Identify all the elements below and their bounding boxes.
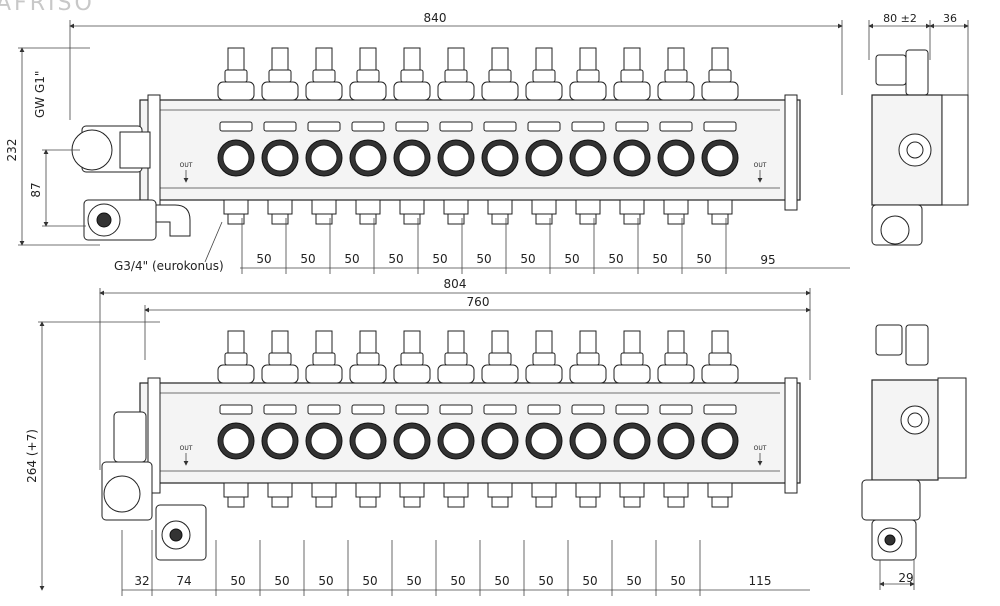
spacing-dim-6: 50: [476, 252, 491, 266]
port-9: [569, 330, 607, 508]
inlet-assembly-bottom: [101, 411, 207, 561]
out-label-left-bottom: OUT: [180, 445, 193, 452]
port-12: [701, 330, 739, 508]
port-2: [261, 330, 299, 508]
spacing-dim-6: 50: [450, 574, 465, 588]
dim-offset-32: 32: [134, 574, 149, 588]
port-3: [305, 47, 343, 225]
port-1: [217, 47, 255, 225]
port-12: [701, 47, 739, 225]
port-5: [393, 47, 431, 225]
dim-offset-74: 74: [176, 574, 191, 588]
inlet-thread-label: GW G1": [33, 71, 47, 118]
dim-side-offset-bottom: 29: [898, 571, 913, 585]
spacing-dim-5: 50: [432, 252, 447, 266]
port-9: [569, 47, 607, 225]
dim-overall-width-bottom: 804: [444, 277, 467, 291]
dim-side-depth: 80 ±2: [883, 12, 917, 25]
port-4: [349, 47, 387, 225]
spacing-dim-5: 50: [406, 574, 421, 588]
spacing-dim-1: 50: [256, 252, 271, 266]
port-2: [261, 47, 299, 225]
port-6: [437, 47, 475, 225]
spacing-dim-10: 50: [626, 574, 641, 588]
port-1: [217, 330, 255, 508]
spacing-dim-3: 50: [318, 574, 333, 588]
spacing-dim-9: 50: [608, 252, 623, 266]
out-label-right-top: OUT: [754, 162, 767, 169]
bottom-ports: [217, 330, 739, 508]
port-11: [657, 330, 695, 508]
inlet-assembly-top: [71, 125, 191, 241]
port-10: [613, 330, 651, 508]
out-label-left-top: OUT: [180, 162, 193, 169]
spacing-dim-4: 50: [362, 574, 377, 588]
top-front-view: 840 OUT OUT 232 87 GW: [5, 11, 850, 274]
spacing-dim-7: 50: [494, 574, 509, 588]
port-3: [305, 330, 343, 508]
dim-height-232: 232: [5, 139, 19, 162]
port-11: [657, 47, 695, 225]
port-8: [525, 47, 563, 225]
bracket-right-top: [784, 94, 798, 211]
port-8: [525, 330, 563, 508]
spacing-dim-2: 50: [274, 574, 289, 588]
spacing-dim-9: 50: [582, 574, 597, 588]
dim-height-87: 87: [29, 182, 43, 197]
spacing-dim-2: 50: [300, 252, 315, 266]
port-6: [437, 330, 475, 508]
spacing-dim-7: 50: [520, 252, 535, 266]
top-spacing-dims: 50 50 50 50 50 50 50 50 50 50 50: [241, 218, 727, 274]
dim-end-spacing-top: 95: [760, 253, 775, 267]
spacing-dim-11: 50: [670, 574, 685, 588]
spacing-dim-3: 50: [344, 252, 359, 266]
spacing-dim-8: 50: [564, 252, 579, 266]
port-10: [613, 47, 651, 225]
spacing-dim-8: 50: [538, 574, 553, 588]
spacing-dim-4: 50: [388, 252, 403, 266]
port-7: [481, 47, 519, 225]
brand-logo: AFRISO: [0, 0, 95, 16]
spacing-dim-1: 50: [230, 574, 245, 588]
port-7: [481, 330, 519, 508]
out-label-right-bottom: OUT: [754, 445, 767, 452]
dim-overall-width-top: 840: [424, 11, 447, 25]
bottom-front-view: 804 760 OUT OUT 264 (+7) 32 74: [25, 277, 811, 596]
bottom-spacing-dims: 50 50 50 50 50 50 50 50 50 50 50: [215, 540, 701, 596]
port-4: [349, 330, 387, 508]
outlet-connection-label: G3/4" (eurokonus): [114, 259, 224, 273]
dim-side-offset: 36: [943, 12, 957, 25]
dim-end-spacing-bottom: 115: [749, 574, 772, 588]
dim-height-264: 264 (+7): [25, 429, 39, 483]
top-ports: [217, 47, 739, 225]
spacing-dim-11: 50: [696, 252, 711, 266]
spacing-dim-10: 50: [652, 252, 667, 266]
bottom-side-view: 29: [861, 324, 967, 590]
top-side-view: 80 ±2 36: [868, 12, 969, 246]
dim-bar-width-bottom: 760: [467, 295, 490, 309]
port-5: [393, 330, 431, 508]
